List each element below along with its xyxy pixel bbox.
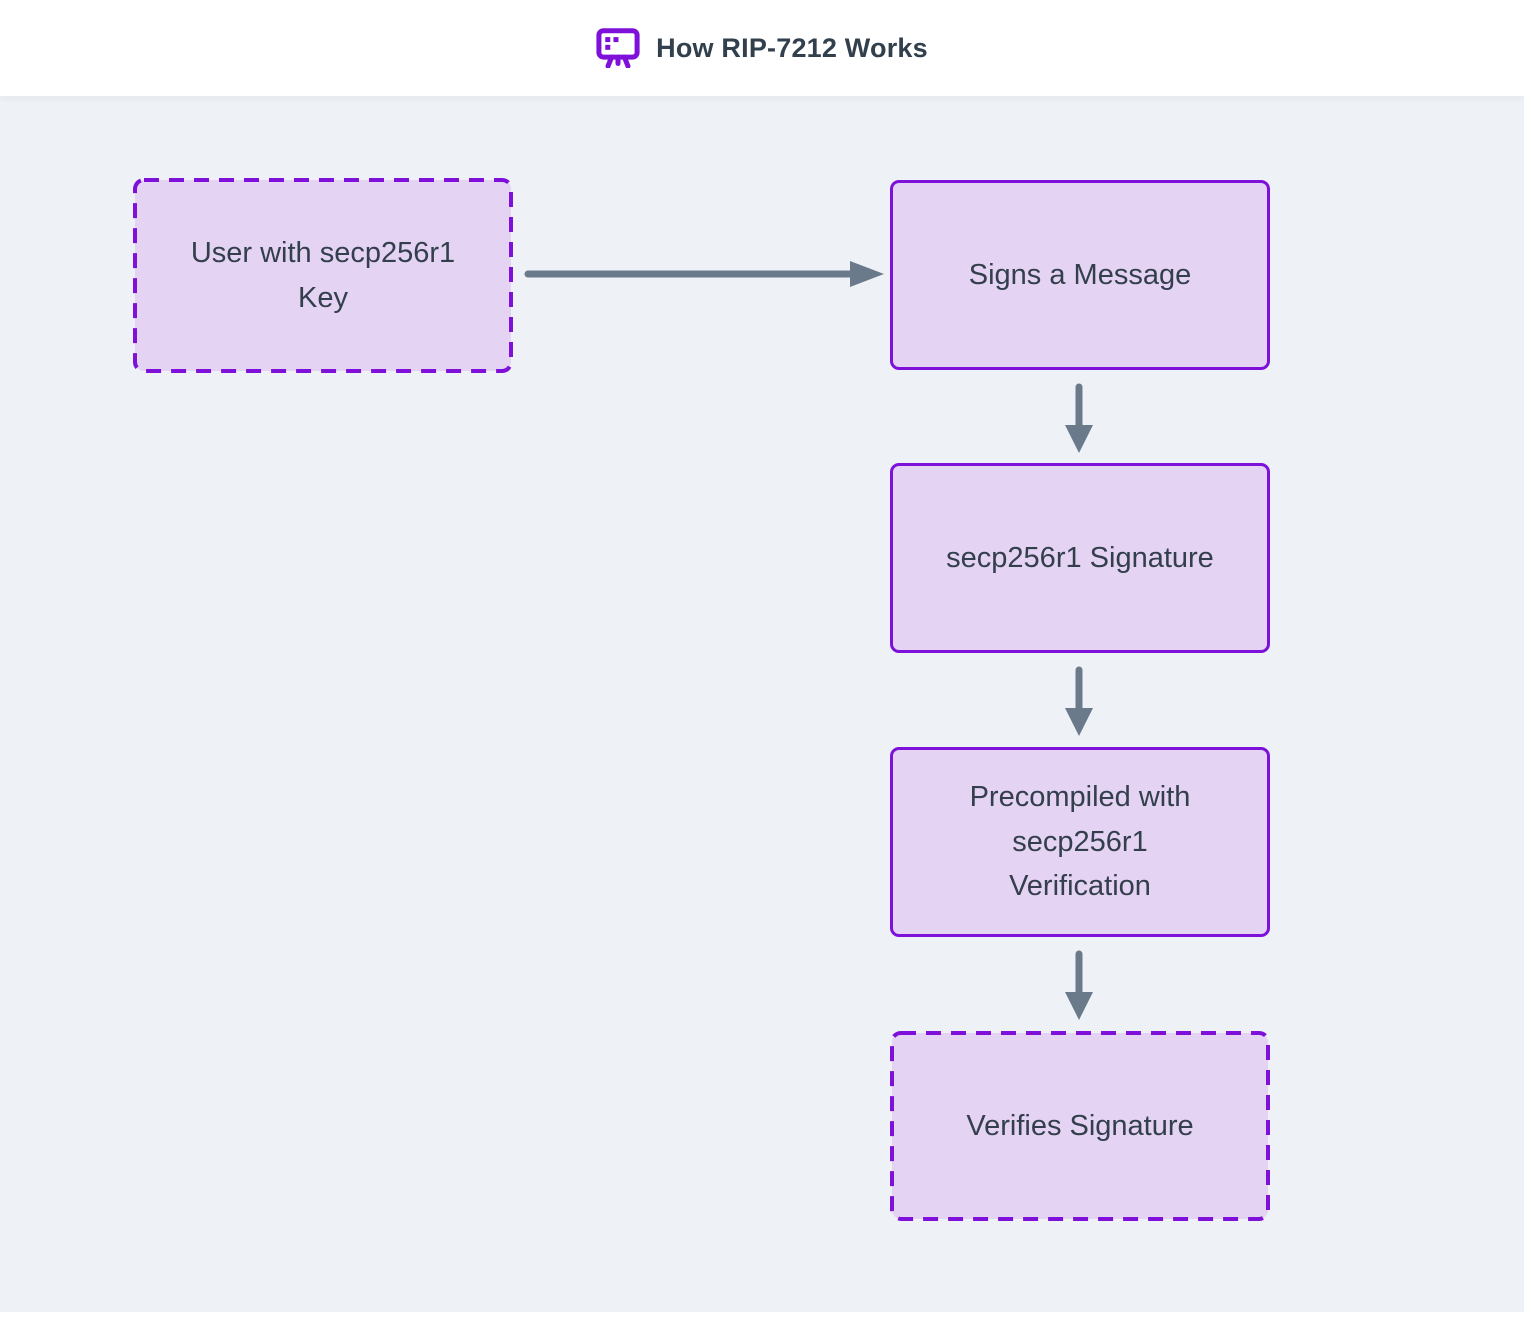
footer-strip: [0, 1312, 1524, 1336]
dashed-border: [890, 1031, 1270, 1221]
flowchart-node-verifies: Verifies Signature: [890, 1031, 1270, 1221]
arrow-user-to-signs: [524, 261, 884, 287]
node-label: User with secp256r1 Key: [190, 236, 456, 314]
flowchart-canvas: User with secp256r1 Key Signs a Message …: [0, 97, 1524, 1312]
page-title: How RIP-7212 Works: [656, 32, 928, 63]
flowchart-node-precompile: Precompiled with secp256r1 Verification: [890, 747, 1270, 937]
node-label: Verifies Signature: [966, 1109, 1194, 1142]
node-label: Precompiled with secp256r1 Verification: [969, 780, 1191, 903]
arrow-precompile-to-verifies: [1065, 950, 1093, 1020]
node-label: secp256r1 Signature: [946, 541, 1214, 574]
arrow-signs-to-signature: [1065, 383, 1093, 453]
flowchart-node-user-key: User with secp256r1 Key: [133, 178, 513, 373]
arrow-signature-to-precompile: [1065, 666, 1093, 736]
flowchart-node-signs-message: Signs a Message: [890, 180, 1270, 370]
diagram-header: How RIP-7212 Works: [0, 0, 1524, 97]
flowchart-node-signature: secp256r1 Signature: [890, 463, 1270, 653]
presentation-board-icon: [596, 28, 640, 68]
node-label: Signs a Message: [968, 258, 1192, 291]
dashed-border: [133, 178, 513, 373]
